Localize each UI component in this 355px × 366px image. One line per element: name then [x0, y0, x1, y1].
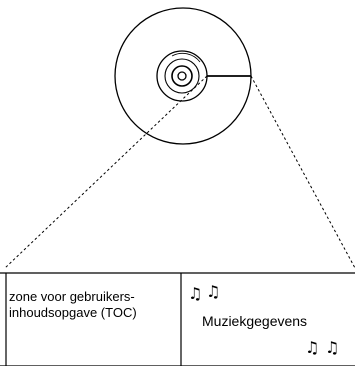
toc-zone-label-line1: zone voor gebruikers-	[9, 289, 135, 304]
cd-center-ring	[171, 65, 193, 87]
cd-spindle-hole	[177, 71, 187, 81]
music-note-icon: ♫	[188, 284, 203, 303]
cd-ring-arc	[171, 52, 201, 63]
toc-zone-label-line2: inhoudsopgave (TOC)	[9, 305, 137, 320]
toc-zone-label: zone voor gebruikers- inhoudsopgave (TOC…	[9, 289, 181, 321]
cd-inner-ring	[164, 58, 200, 94]
zoom-line-right	[250, 75, 355, 269]
music-note-icon: ♫	[206, 282, 221, 301]
music-note-icon: ♫	[305, 338, 320, 357]
zoom-line-left	[4, 75, 208, 269]
music-note-icon: ♫	[325, 338, 340, 357]
music-data-label: Muziekgegevens	[202, 313, 308, 329]
